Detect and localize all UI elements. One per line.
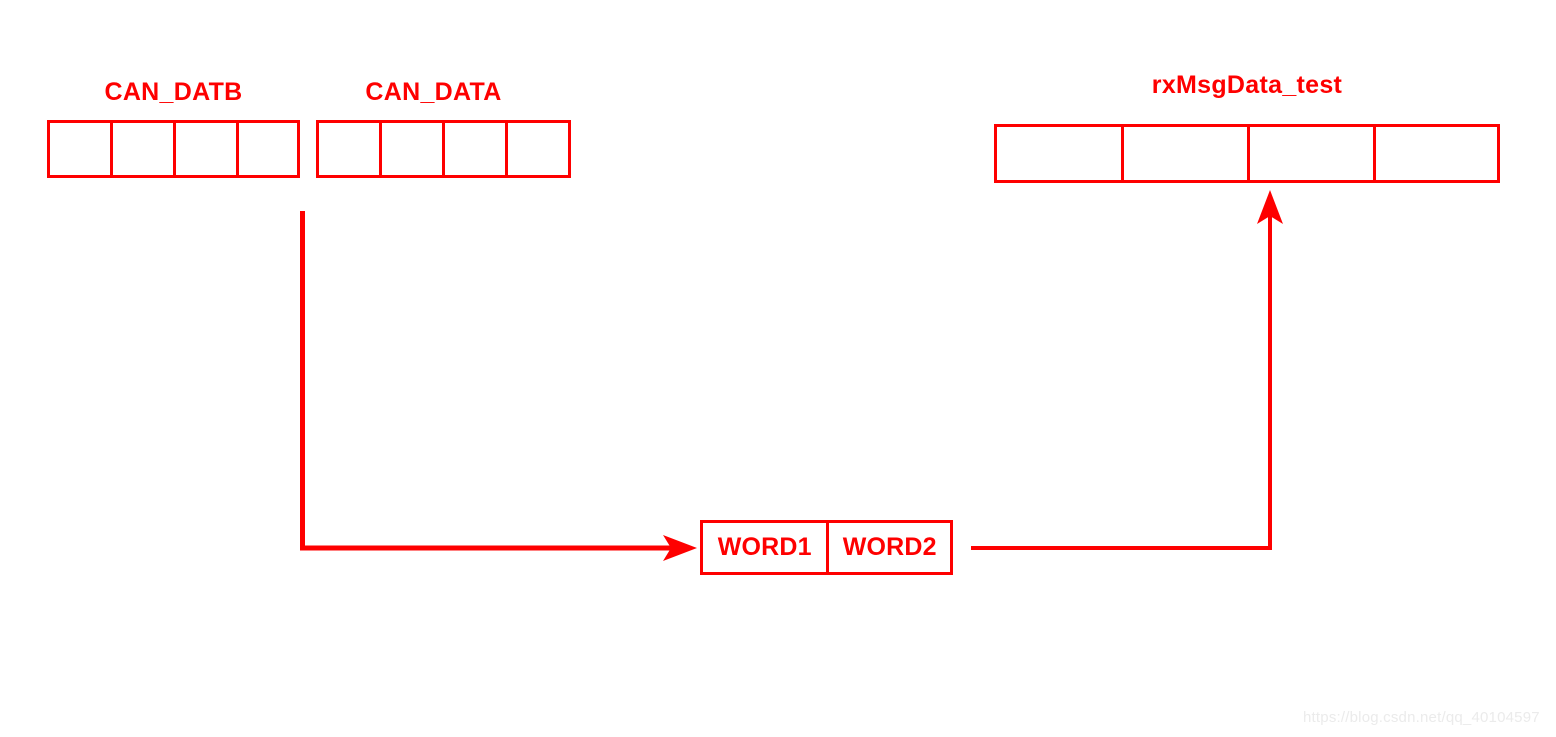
arrowhead-right-icon <box>663 535 697 561</box>
word2-cell[interactable]: WORD2 <box>842 533 937 561</box>
can-datb-cell-2[interactable] <box>176 123 239 175</box>
can-data-to-word-box-line <box>300 211 682 551</box>
rx-msg-data-test-cell-2[interactable] <box>1250 127 1376 180</box>
can-data-cell-0[interactable] <box>319 123 382 175</box>
can-data-label: CAN_DATA <box>365 78 502 106</box>
word-box: WORD1 WORD2 <box>700 520 953 575</box>
rx-msg-data-test-cell-0[interactable] <box>997 127 1124 180</box>
can-datb-cell-0[interactable] <box>50 123 113 175</box>
can-data-table <box>316 120 571 178</box>
can-data-to-word-box-connector <box>300 211 697 561</box>
watermark: https://blog.csdn.net/qq_40104597 <box>1303 709 1540 726</box>
can-datb-cell-1[interactable] <box>113 123 176 175</box>
can-datb-table <box>47 120 300 178</box>
arrowhead-up-icon <box>1257 190 1283 224</box>
rx-msg-data-test-label: rxMsgData_test <box>1151 71 1343 99</box>
rx-msg-data-test-table <box>994 124 1500 183</box>
rx-msg-data-test-cell-1[interactable] <box>1124 127 1250 180</box>
can-datb-label: CAN_DATB <box>104 78 243 106</box>
word1-cell[interactable]: WORD1 <box>703 523 830 572</box>
can-data-cell-2[interactable] <box>445 123 508 175</box>
can-datb-cell-3[interactable] <box>239 123 297 175</box>
can-data-cell-3[interactable] <box>508 123 568 175</box>
rx-msg-data-test-cell-3[interactable] <box>1376 127 1497 180</box>
can-data-cell-1[interactable] <box>382 123 445 175</box>
word-box-to-rx-msg-data-test-connector <box>971 190 1283 550</box>
word-box-to-rx-msg-data-test-line <box>971 208 1272 550</box>
